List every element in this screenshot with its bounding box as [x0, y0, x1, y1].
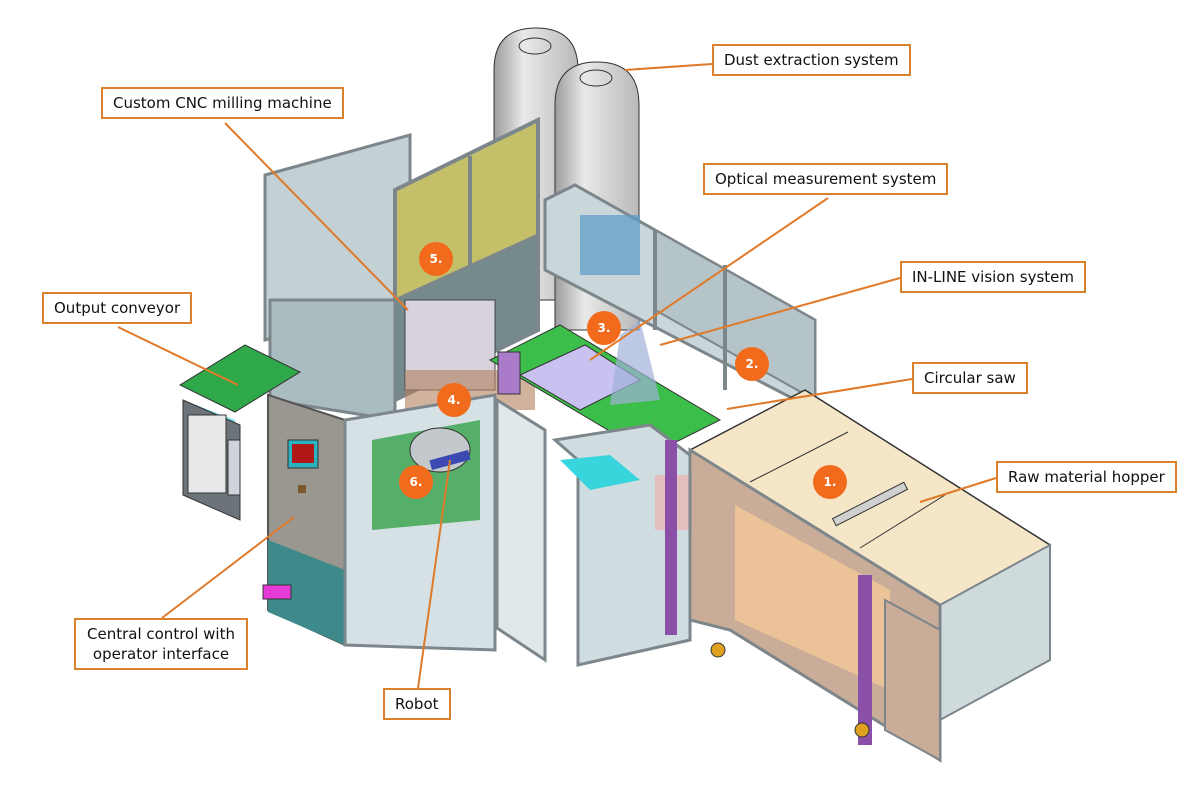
callout-cnc-milling: Custom CNC milling machine	[101, 87, 344, 119]
control-cabinet	[262, 393, 346, 647]
step-marker-5: 5.	[419, 242, 453, 276]
central-conveyor	[488, 320, 722, 456]
cnc-enclosure	[263, 116, 540, 422]
step-marker-6: 6.	[399, 465, 433, 499]
robot-cell	[343, 393, 547, 663]
leader-lines	[117, 63, 997, 689]
step-marker-2: 2.	[735, 347, 769, 381]
raw-material-hopper	[688, 389, 1052, 763]
callout-raw-material-hopper: Raw material hopper	[996, 461, 1177, 493]
step-marker-3: 3.	[587, 311, 621, 345]
step-marker-4: 4.	[437, 383, 471, 417]
leader-robot	[417, 459, 451, 689]
leader-dust	[624, 63, 713, 71]
callout-optical-measurement: Optical measurement system	[703, 163, 949, 195]
leader-output	[117, 326, 239, 386]
output-conveyor-station	[178, 344, 302, 521]
leader-control	[161, 516, 295, 619]
leader-vision	[659, 277, 901, 346]
leader-hopper	[919, 477, 997, 503]
leader-cnc	[224, 122, 409, 311]
callout-inline-vision: IN-LINE vision system	[900, 261, 1087, 293]
step-marker-1: 1.	[813, 465, 847, 499]
front-enclosure	[551, 423, 700, 667]
callout-dust-extraction: Dust extraction system	[712, 44, 911, 76]
callout-central-control: Central control with operator interface	[74, 618, 248, 670]
callout-circular-saw: Circular saw	[912, 362, 1028, 394]
callout-output-conveyor: Output conveyor	[42, 292, 193, 324]
leader-saw	[726, 378, 913, 410]
callout-robot: Robot	[383, 688, 451, 720]
leader-optical	[589, 197, 829, 361]
